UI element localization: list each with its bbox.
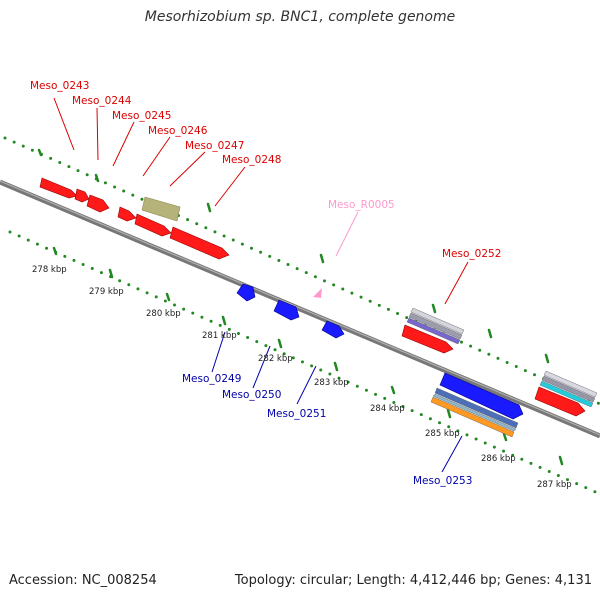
feature-bars-upper bbox=[406, 307, 598, 408]
tick-mark bbox=[487, 328, 493, 339]
feature-bar-light[interactable] bbox=[410, 307, 465, 335]
gene-label-meso-0244[interactable]: Meso_0244 bbox=[72, 95, 132, 107]
topology-text: Topology: circular; Length: 4,412,446 bp… bbox=[234, 573, 592, 588]
gene-meso-0245[interactable] bbox=[86, 194, 110, 213]
connector-meso-0244 bbox=[96, 107, 99, 161]
tick-mark bbox=[52, 246, 58, 256]
gene-meso-0243[interactable] bbox=[39, 177, 78, 199]
gene-labels: Meso_0243 Meso_0244 Meso_0245 Meso_0246 … bbox=[30, 80, 501, 487]
gene-meso-0248[interactable] bbox=[169, 226, 230, 260]
gene-meso-0252[interactable] bbox=[401, 324, 454, 354]
tick-mark bbox=[37, 148, 43, 157]
gene-forward-right[interactable] bbox=[534, 386, 586, 417]
gene-label-meso-0245[interactable]: Meso_0245 bbox=[112, 110, 171, 122]
tick-mark bbox=[94, 173, 100, 183]
tick-mark bbox=[319, 253, 325, 264]
rna-meso-r0005[interactable] bbox=[313, 288, 322, 298]
gene-meso-0250[interactable] bbox=[273, 299, 300, 321]
gene-meso-0253-blue[interactable] bbox=[439, 372, 524, 420]
reverse-connectors bbox=[211, 331, 463, 473]
forward-connectors bbox=[53, 97, 469, 305]
connector-meso-r0005 bbox=[335, 211, 359, 257]
forward-genes bbox=[39, 177, 586, 417]
gene-label-meso-0246[interactable]: Meso_0246 bbox=[148, 125, 208, 137]
tick-mark bbox=[431, 303, 437, 314]
map-title: Mesorhizobium sp. BNC1, complete genome bbox=[144, 9, 456, 25]
gene-label-meso-0251[interactable]: Meso_0251 bbox=[267, 408, 326, 420]
gene-label-meso-0243[interactable]: Meso_0243 bbox=[30, 80, 89, 92]
connector-meso-0250 bbox=[252, 345, 271, 389]
tick-label: 281 kbp bbox=[202, 331, 237, 341]
gene-label-meso-0247[interactable]: Meso_0247 bbox=[185, 140, 244, 152]
accession-text: Accession: NC_008254 bbox=[9, 573, 157, 588]
tick-mark bbox=[206, 202, 212, 213]
gene-label-meso-0252[interactable]: Meso_0252 bbox=[442, 248, 501, 260]
gene-label-meso-0249[interactable]: Meso_0249 bbox=[182, 373, 241, 385]
feature-bar-cyan[interactable] bbox=[539, 380, 594, 408]
tick-label: 278 kbp bbox=[32, 265, 67, 275]
connector-meso-0249 bbox=[211, 331, 226, 373]
feature-bar-purple[interactable] bbox=[406, 317, 461, 345]
connector-meso-0252 bbox=[444, 261, 469, 305]
gene-meso-0247[interactable] bbox=[134, 213, 172, 237]
genome-backbone-highlight bbox=[0, 180, 600, 436]
tick-mark bbox=[390, 385, 396, 395]
reverse-genes bbox=[236, 283, 524, 420]
feature-olive[interactable] bbox=[141, 196, 181, 222]
tick-mark bbox=[108, 268, 114, 279]
connector-meso-0253 bbox=[441, 435, 463, 473]
feature-bar-gray[interactable] bbox=[408, 312, 463, 340]
tick-mark bbox=[502, 432, 508, 442]
gene-label-meso-0253[interactable]: Meso_0253 bbox=[413, 475, 472, 487]
gene-label-meso-r0005[interactable]: Meso_R0005 bbox=[328, 199, 395, 211]
tick-mark bbox=[558, 455, 564, 466]
tick-mark bbox=[333, 361, 339, 372]
feature-bar-teal[interactable] bbox=[432, 393, 517, 432]
tick-mark bbox=[277, 338, 283, 349]
tick-label: 284 kbp bbox=[370, 404, 405, 414]
connector-meso-0246 bbox=[142, 136, 171, 177]
connector-meso-0243 bbox=[53, 97, 75, 151]
tick-label: 280 kbp bbox=[146, 309, 181, 319]
connector-meso-0248 bbox=[214, 166, 246, 207]
connector-meso-0251 bbox=[296, 365, 317, 405]
feature-bars-lower bbox=[430, 387, 519, 438]
feature-bar-light-right[interactable] bbox=[543, 370, 598, 398]
connector-meso-0245 bbox=[112, 121, 135, 167]
tick-label: 283 kbp bbox=[314, 378, 349, 388]
tick-label: 282 kbp bbox=[258, 354, 293, 364]
tick-label: 286 kbp bbox=[481, 454, 516, 464]
feature-bar-steel[interactable] bbox=[434, 387, 519, 429]
genome-backbone bbox=[0, 179, 600, 439]
gene-meso-0246[interactable] bbox=[117, 206, 137, 222]
gene-meso-0244[interactable] bbox=[74, 188, 90, 203]
tick-label: 279 kbp bbox=[89, 287, 124, 297]
tick-mark bbox=[446, 408, 452, 419]
feature-bar-orange[interactable] bbox=[430, 396, 515, 438]
tick-mark bbox=[221, 315, 227, 326]
feature-bar-gray-right[interactable] bbox=[541, 375, 596, 403]
tick-mark bbox=[544, 353, 550, 364]
tick-label: 287 kbp bbox=[537, 480, 572, 490]
gene-label-meso-0248[interactable]: Meso_0248 bbox=[222, 154, 281, 166]
gene-meso-0251[interactable] bbox=[321, 320, 345, 339]
gene-meso-0249[interactable] bbox=[236, 283, 256, 302]
tick-label: 285 kbp bbox=[425, 429, 460, 439]
connector-meso-0247 bbox=[169, 151, 206, 187]
tick-mark bbox=[165, 292, 171, 302]
upper-tick-track bbox=[3, 136, 600, 406]
gene-label-meso-0250[interactable]: Meso_0250 bbox=[222, 389, 281, 401]
kbp-tick-labels: 278 kbp 279 kbp 280 kbp 281 kbp 282 kbp … bbox=[32, 265, 572, 490]
